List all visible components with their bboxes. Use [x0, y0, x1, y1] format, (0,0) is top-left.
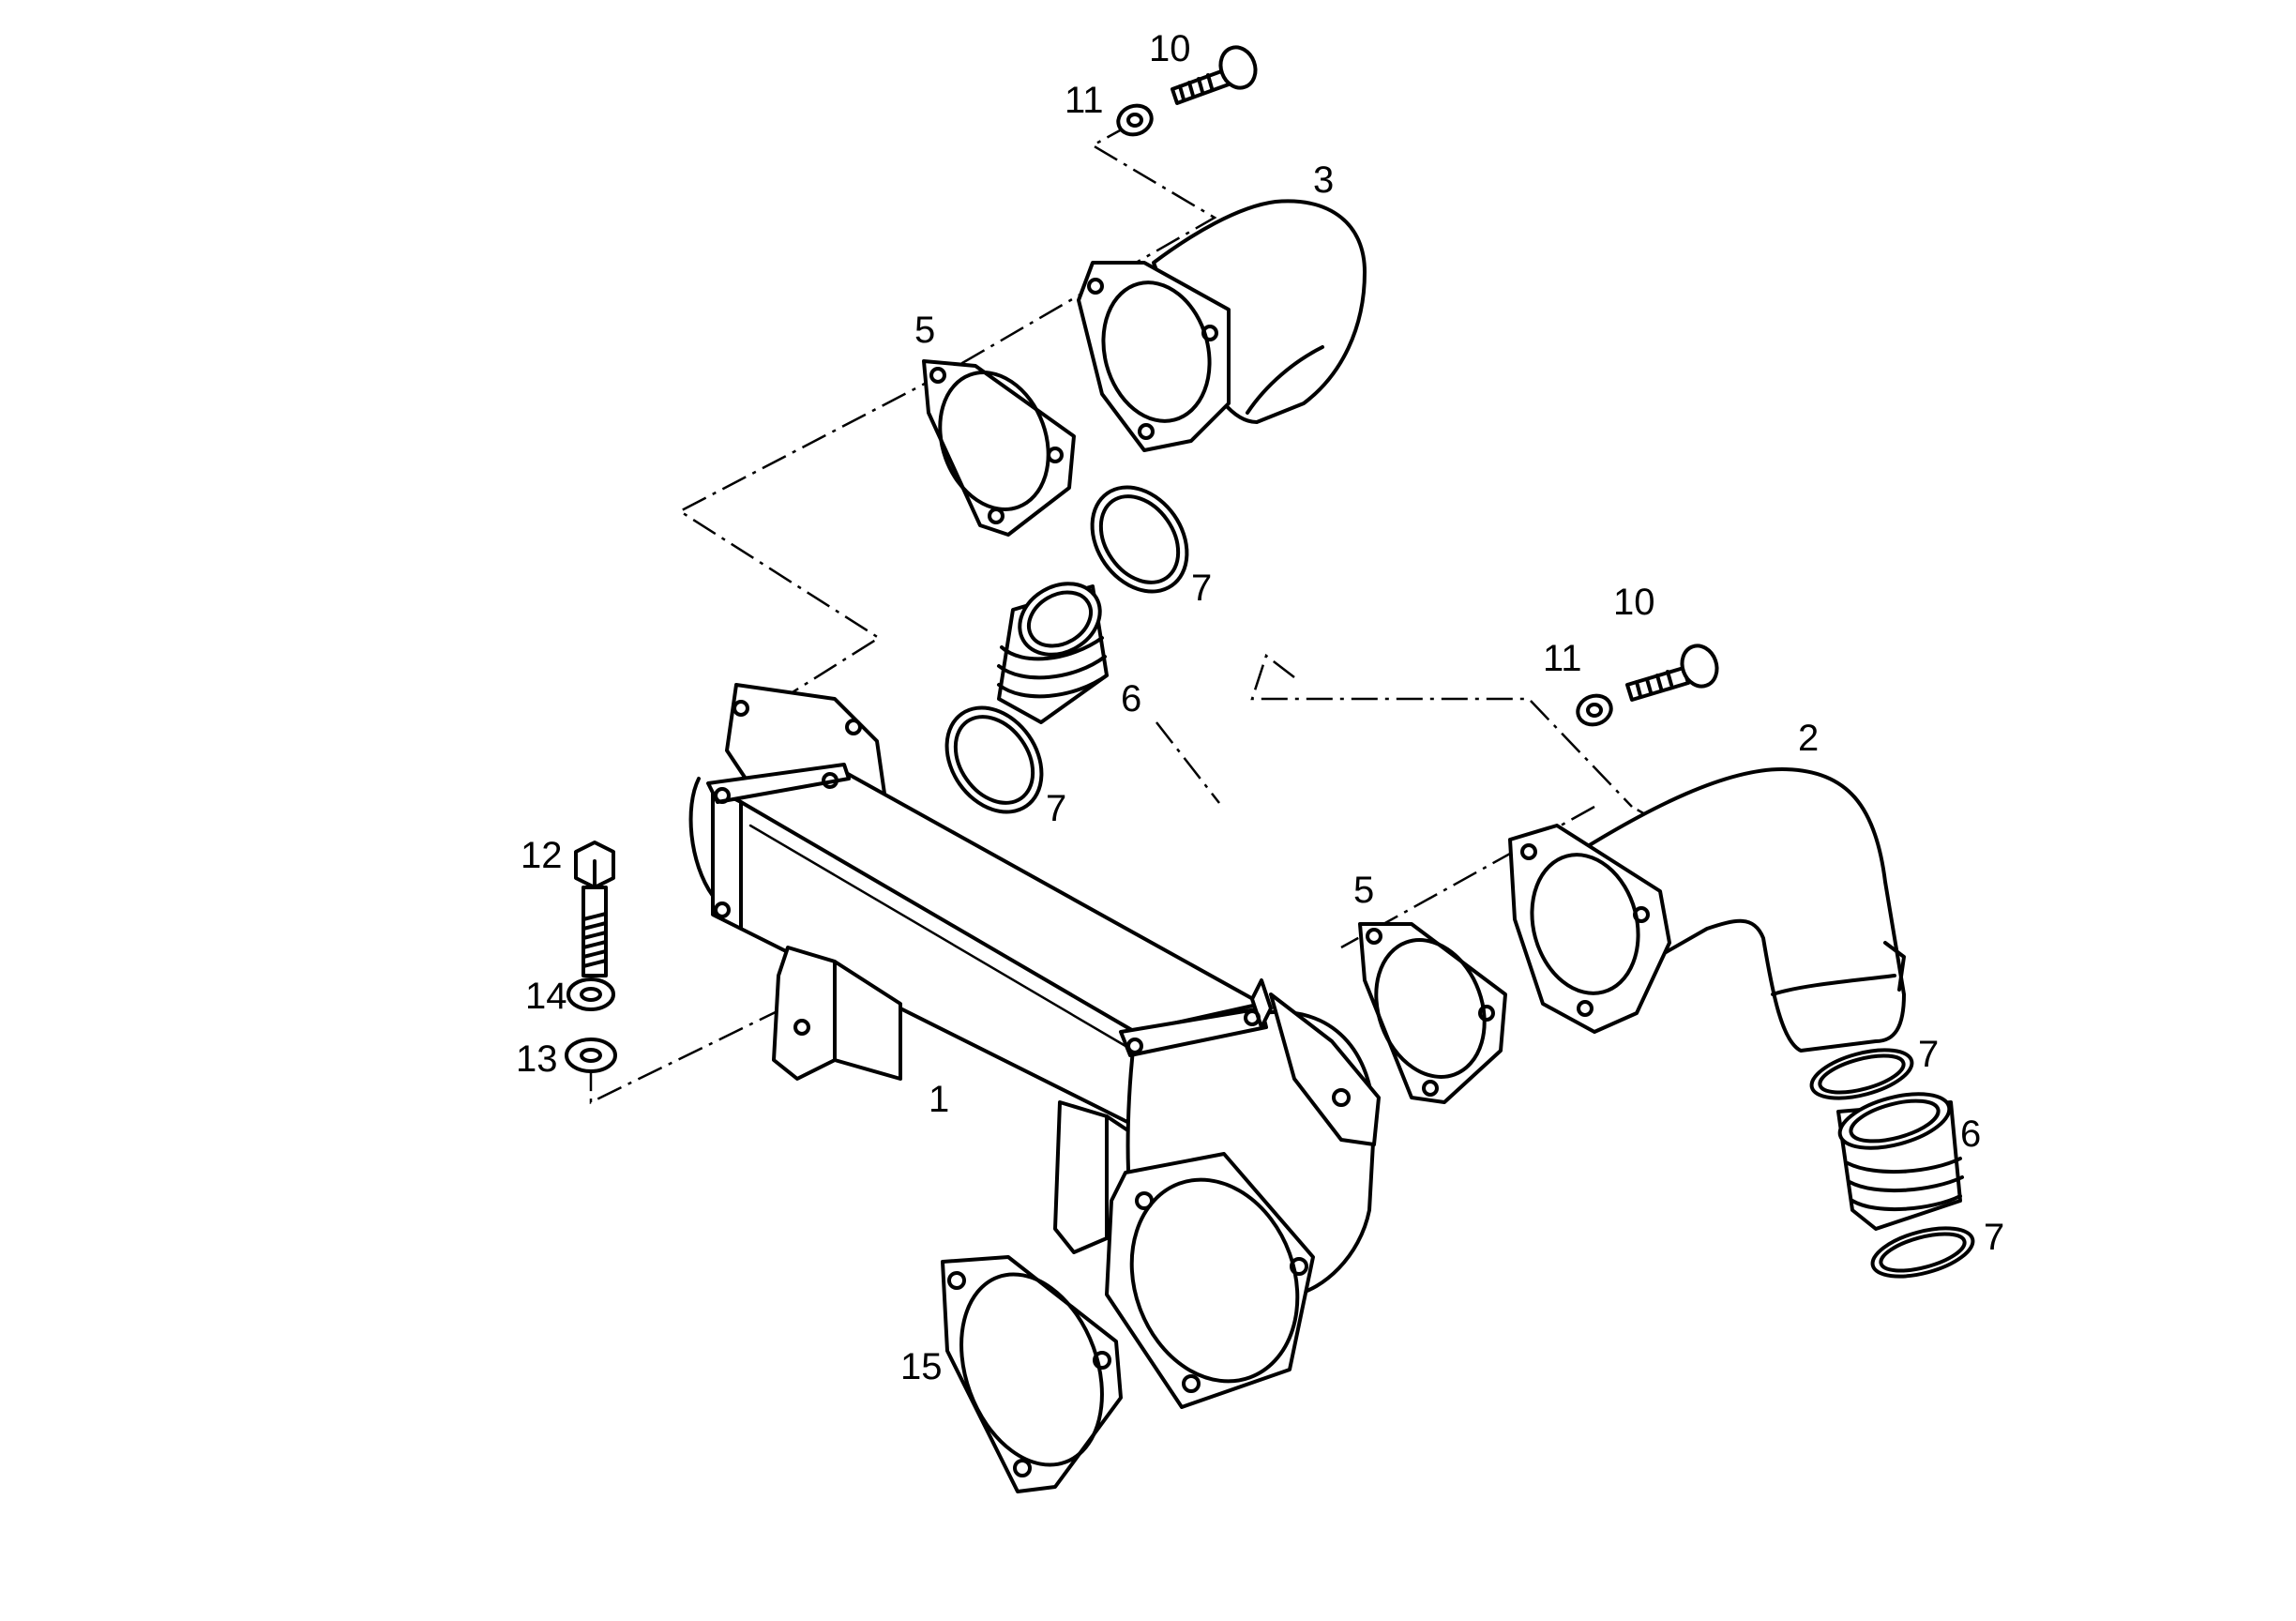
bolt-part-12 — [574, 841, 615, 977]
label-part-11-upper: 11 — [1065, 80, 1104, 121]
label-part-6-upper: 6 — [1121, 678, 1141, 720]
washer-part-11-upper — [1116, 103, 1154, 137]
label-part-10-upper: 10 — [1149, 28, 1191, 69]
washer-part-11-lower — [1576, 693, 1613, 727]
label-part-2: 2 — [1798, 718, 1819, 759]
callout-labels: 1 2 3 5 5 6 6 7 7 7 7 10 10 11 11 12 13 … — [516, 28, 2004, 1387]
label-part-1: 1 — [929, 1079, 949, 1120]
o-ring-part-7-d — [1870, 1226, 1975, 1279]
o-ring-part-7-c — [1809, 1048, 1914, 1100]
label-part-6-lower: 6 — [1960, 1113, 1981, 1155]
label-part-14: 14 — [525, 976, 567, 1017]
label-part-11-lower: 11 — [1543, 638, 1582, 679]
label-part-7-upper-left: 7 — [1046, 788, 1066, 829]
manifold-pipe-part-1 — [688, 683, 1381, 1409]
label-part-5-upper: 5 — [914, 310, 935, 351]
washer-part-14 — [566, 977, 615, 1011]
label-part-5-lower: 5 — [1353, 870, 1374, 911]
elbow-part-2 — [1508, 767, 1906, 1053]
label-part-7-lower-top: 7 — [1918, 1034, 1939, 1075]
label-part-7-upper-right: 7 — [1191, 568, 1212, 609]
label-part-3: 3 — [1313, 159, 1334, 201]
screw-part-10-lower — [1625, 644, 1719, 702]
label-part-15: 15 — [900, 1346, 943, 1387]
label-part-7-lower-bottom: 7 — [1984, 1217, 2004, 1258]
label-part-13: 13 — [516, 1038, 558, 1080]
sleeve-part-6-lower — [1836, 1092, 1964, 1231]
o-ring-part-7-b — [944, 705, 1044, 814]
gasket-part-5-lower — [1358, 922, 1507, 1104]
sleeve-part-6-upper — [997, 582, 1109, 724]
washer-part-13 — [565, 1038, 617, 1073]
label-part-12: 12 — [521, 835, 563, 876]
elbow-part-3 — [1077, 199, 1367, 452]
o-ring-part-7-a — [1090, 485, 1189, 594]
screw-part-10-upper — [1171, 45, 1258, 105]
gasket-part-15 — [941, 1255, 1123, 1493]
gasket-part-5-upper — [922, 359, 1076, 537]
label-part-10-lower: 10 — [1613, 582, 1655, 623]
